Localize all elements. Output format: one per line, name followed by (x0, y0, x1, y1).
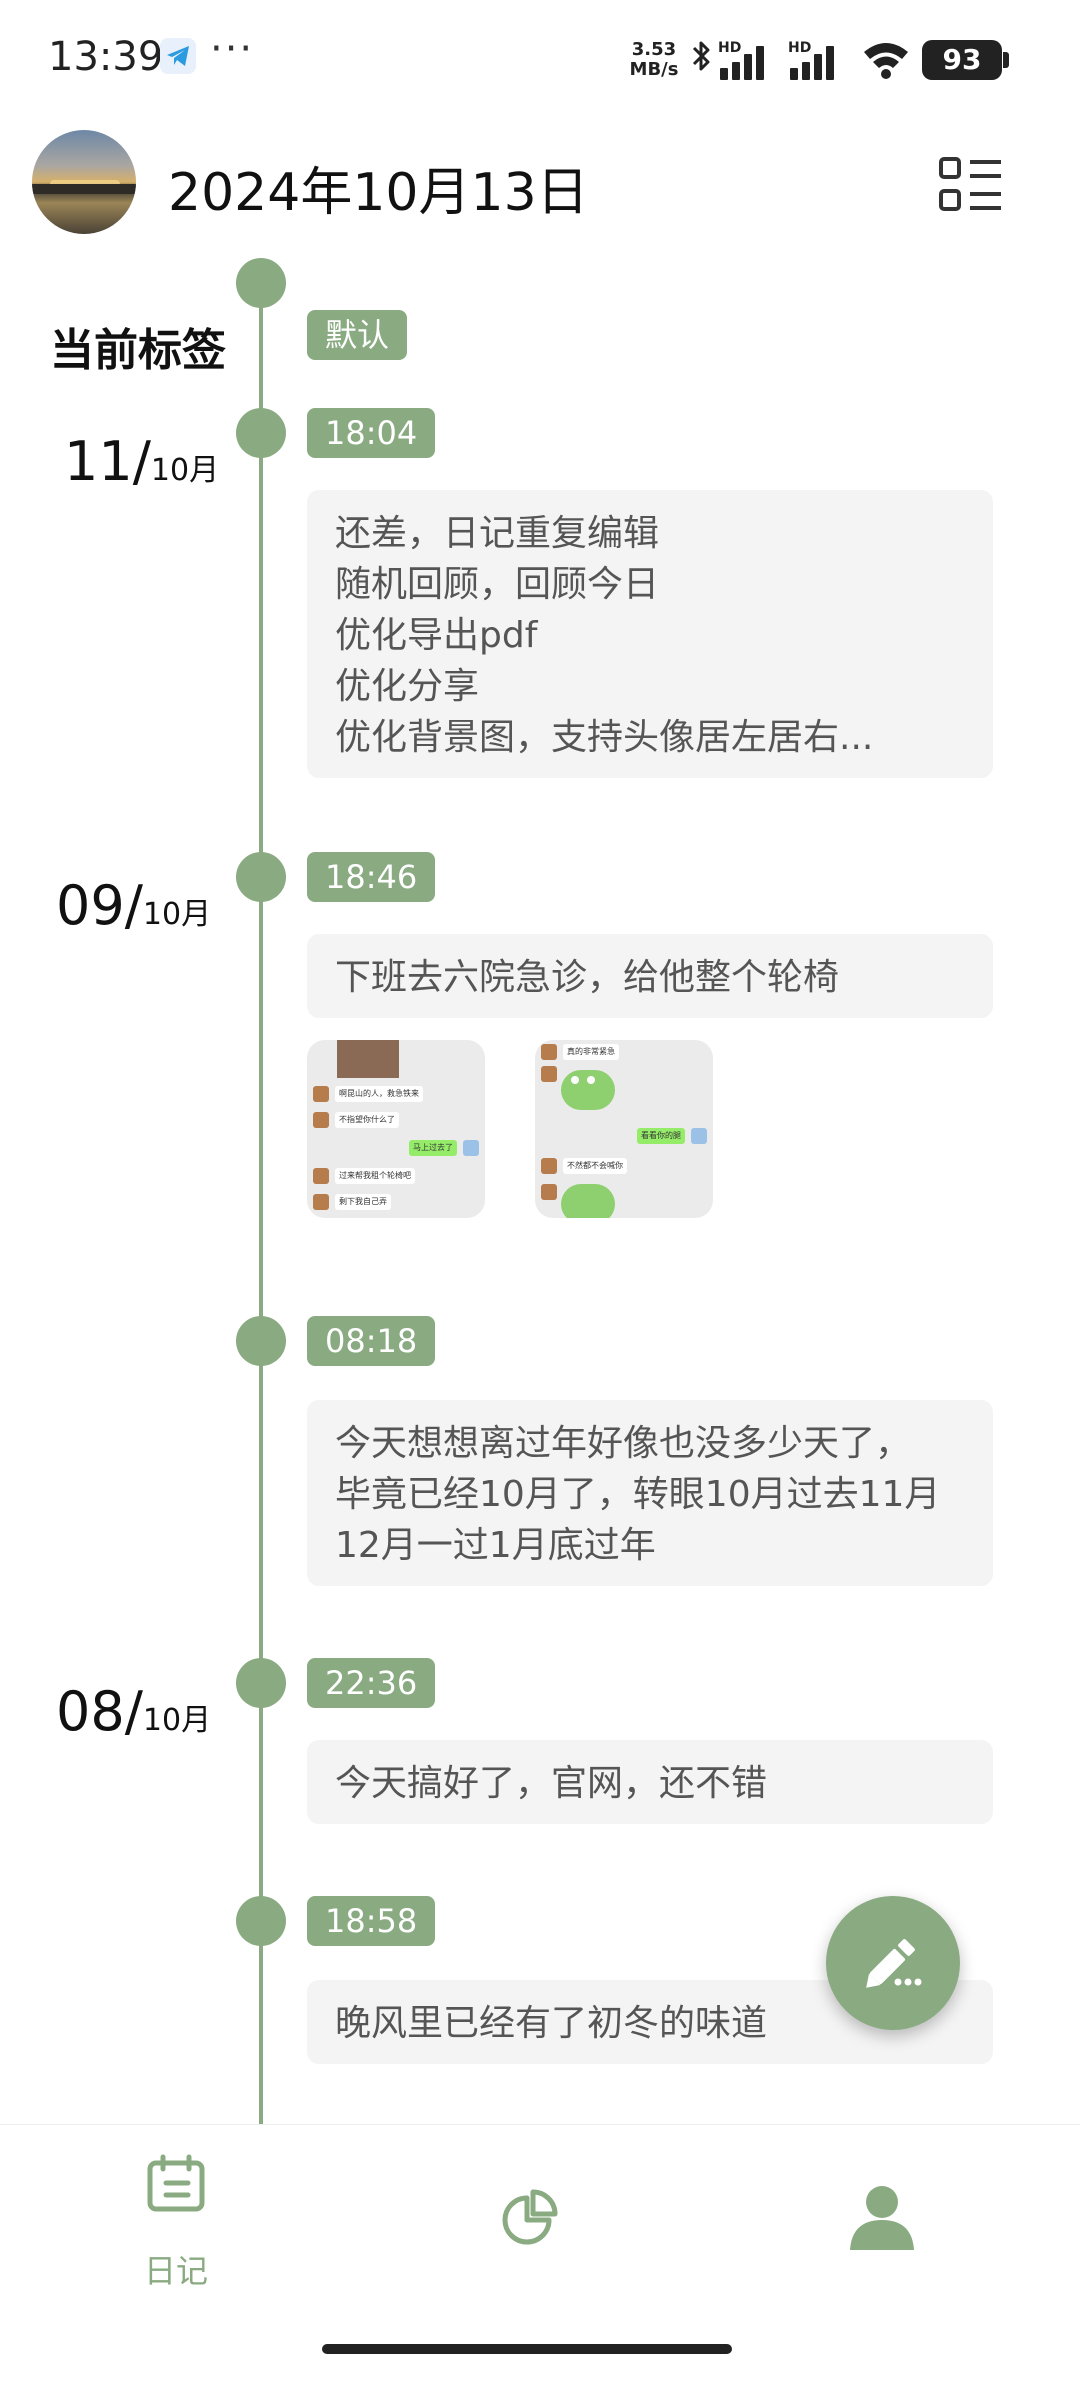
list-view-icon[interactable] (938, 156, 1004, 214)
battery-indicator: 93 (922, 40, 1002, 80)
timeline-line (259, 280, 263, 2130)
entry-card[interactable]: 还差，日记重复编辑 随机回顾，回顾今日 优化导出pdf 优化分享 优化背景图，支… (307, 490, 993, 778)
more-notifications-icon: ··· (210, 26, 255, 72)
date-label: 11/10月 (64, 430, 220, 493)
timeline-node (236, 1316, 286, 1366)
network-speed: 3.53 MB/s (629, 39, 679, 80)
telegram-icon (160, 38, 196, 74)
bluetooth-icon (690, 38, 714, 83)
pencil-icon (866, 1939, 922, 1988)
image-attachment[interactable]: 真的非常紧急 看看你的腿 不然都不会喊你 (535, 1040, 713, 1218)
home-indicator[interactable] (322, 2344, 732, 2354)
timeline-node (236, 1896, 286, 1946)
person-icon[interactable] (848, 2182, 916, 2250)
timeline-node (236, 258, 286, 308)
entry-time-badge: 18:46 (307, 852, 436, 902)
date-label: 08/10月 (56, 1680, 212, 1743)
entry-time-badge: 18:58 (307, 1896, 436, 1946)
write-entry-button[interactable] (826, 1896, 960, 2030)
signal-2-icon: HD (788, 40, 846, 80)
entry-card[interactable]: 下班去六院急诊，给他整个轮椅 (307, 934, 993, 1018)
timeline-node (236, 1658, 286, 1708)
date-label: 09/10月 (56, 874, 212, 937)
calendar-icon[interactable] (146, 2154, 206, 2214)
wifi-icon (862, 40, 910, 80)
timeline-node (236, 852, 286, 902)
signal-1-icon: HD (718, 40, 776, 80)
entry-card[interactable]: 今天搞好了，官网，还不错 (307, 1740, 993, 1824)
nav-diary-label[interactable]: 日记 (144, 2252, 209, 2290)
image-attachment[interactable]: 啊昆山的人，救急铁来 不指望你什么了 马上过去了 过来帮我租个轮椅吧 剩下我自己… (307, 1040, 485, 1218)
entry-time-badge: 22:36 (307, 1658, 436, 1708)
avatar[interactable] (32, 130, 136, 234)
timeline-node (236, 408, 286, 458)
entry-time-badge: 08:18 (307, 1316, 436, 1366)
battery-cap (1003, 52, 1009, 68)
pie-chart-icon[interactable] (500, 2188, 560, 2248)
entry-time-badge: 18:04 (307, 408, 436, 458)
status-time: 13:39 (48, 34, 164, 80)
bottom-navigation (0, 2124, 1080, 2401)
entry-card[interactable]: 今天想想离过年好像也没多少天了， 毕竟已经10月了，转眼10月过去11月 12月… (307, 1400, 993, 1586)
tag-chip[interactable]: 默认 (307, 310, 408, 360)
page-title: 2024年10月13日 (168, 163, 589, 223)
current-tag-label: 当前标签 (50, 325, 226, 376)
